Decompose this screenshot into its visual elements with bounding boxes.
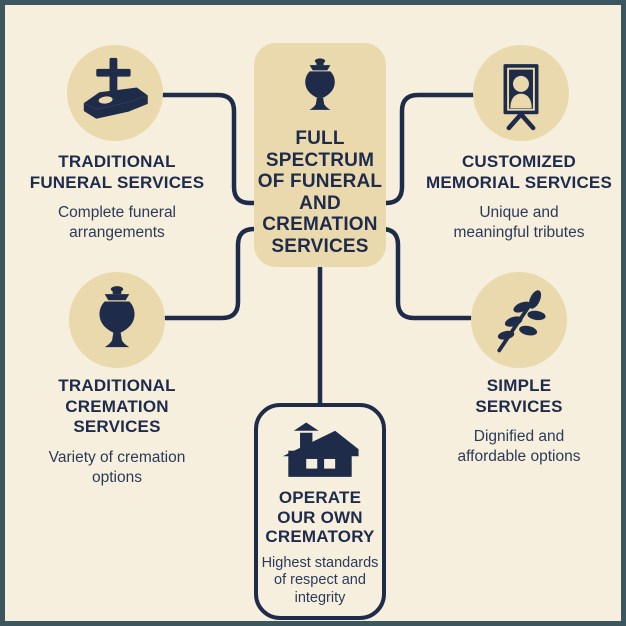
node-circle-traditional-cremation [69, 272, 165, 368]
node-circle-traditional-funeral [67, 45, 163, 141]
crematory-title: OPERATE OUR OWN CREMATORY [265, 488, 375, 546]
center-node: FULL SPECTRUM OF FUNERAL AND CREMATION S… [254, 43, 386, 267]
leaf-branch-icon [497, 290, 546, 353]
urn-icon [99, 286, 135, 348]
node-label-customized-memorial: CUSTOMIZED MEMORIAL SERVICES Unique and … [415, 152, 621, 243]
node-label-simple-services: SIMPLE SERVICES Dignified and affordable… [415, 376, 621, 467]
framed-portrait-icon [503, 64, 539, 131]
node-description: Dignified and affordable options [457, 428, 581, 465]
node-circle-simple-services [471, 272, 567, 368]
casket-cross-icon [83, 57, 148, 119]
urn-icon [305, 58, 335, 110]
crematory-building-icon [282, 422, 359, 477]
crematory-node: OPERATE OUR OWN CREMATORY Highest standa… [254, 403, 386, 620]
center-title: FULL SPECTRUM OF FUNERAL AND CREMATION S… [257, 128, 383, 257]
node-circle-customized-memorial [473, 45, 569, 141]
node-description: Variety of cremation options [48, 448, 186, 486]
node-title: SIMPLE SERVICES [475, 376, 563, 416]
crematory-description: Highest standards of respect and integri… [261, 554, 379, 606]
node-description: Unique and meaningful tributes [453, 204, 585, 241]
node-label-traditional-funeral: TRADITIONAL FUNERAL SERVICES Complete fu… [13, 152, 221, 243]
node-title: TRADITIONAL CREMATION SERVICES [58, 376, 176, 436]
node-description: Complete funeral arrangements [57, 204, 177, 241]
node-title: CUSTOMIZED MEMORIAL SERVICES [425, 152, 613, 192]
node-label-traditional-cremation: TRADITIONAL CREMATION SERVICES Variety o… [13, 376, 221, 488]
node-title: TRADITIONAL FUNERAL SERVICES [29, 152, 205, 192]
